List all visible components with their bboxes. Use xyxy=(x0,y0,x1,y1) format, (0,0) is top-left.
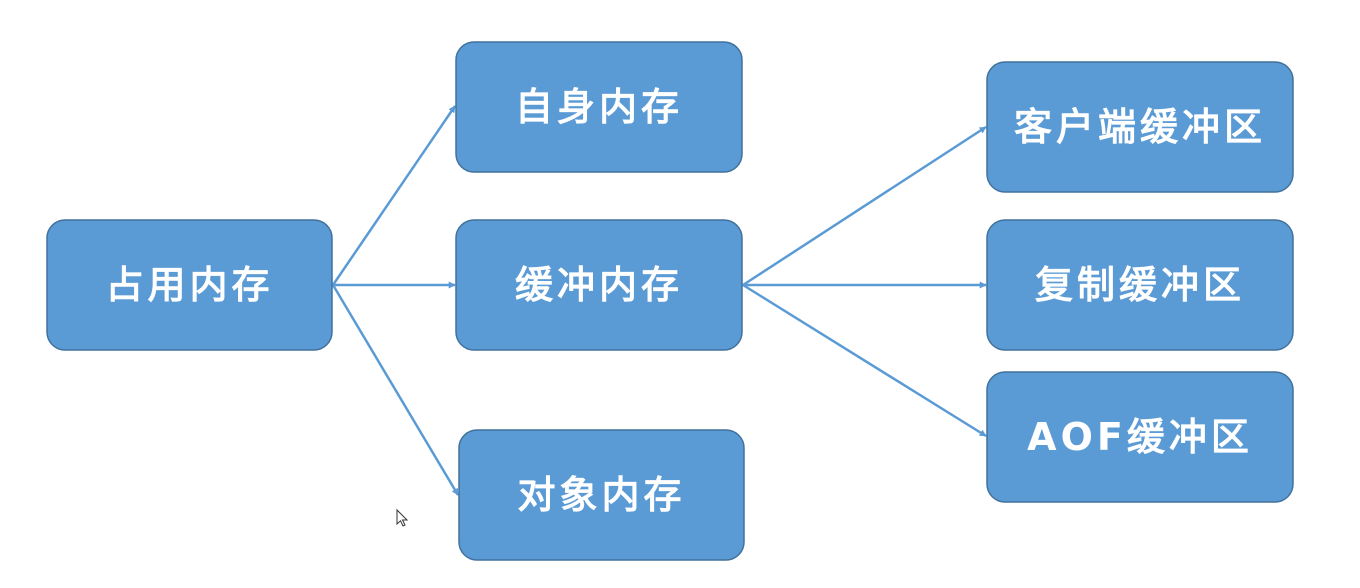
edges xyxy=(331,105,987,496)
mouse-pointer-icon xyxy=(396,508,409,527)
node-client-buffer: 客户端缓冲区 xyxy=(986,61,1294,193)
edge-n0-n1 xyxy=(331,105,457,286)
edge-n2-n4 xyxy=(742,125,987,287)
edge-n0-n3 xyxy=(331,284,460,496)
node-label: AOF缓冲区 xyxy=(1027,415,1253,459)
node-label: 对象内存 xyxy=(517,473,685,517)
node-label: 客户端缓冲区 xyxy=(1014,105,1266,149)
node-object-memory: 对象内存 xyxy=(458,429,745,561)
node-label: 占用内存 xyxy=(105,263,273,307)
edge-n2-n6 xyxy=(742,283,987,438)
node-own-memory: 自身内存 xyxy=(455,41,743,173)
node-occupied-memory: 占用内存 xyxy=(46,219,333,351)
node-label: 复制缓冲区 xyxy=(1035,263,1245,307)
node-label: 自身内存 xyxy=(515,85,683,129)
node-buffer-memory: 缓冲内存 xyxy=(455,219,743,351)
node-label: 缓冲内存 xyxy=(515,263,683,307)
node-aof-buffer: AOF缓冲区 xyxy=(986,371,1294,503)
node-replication-buffer: 复制缓冲区 xyxy=(986,219,1294,351)
